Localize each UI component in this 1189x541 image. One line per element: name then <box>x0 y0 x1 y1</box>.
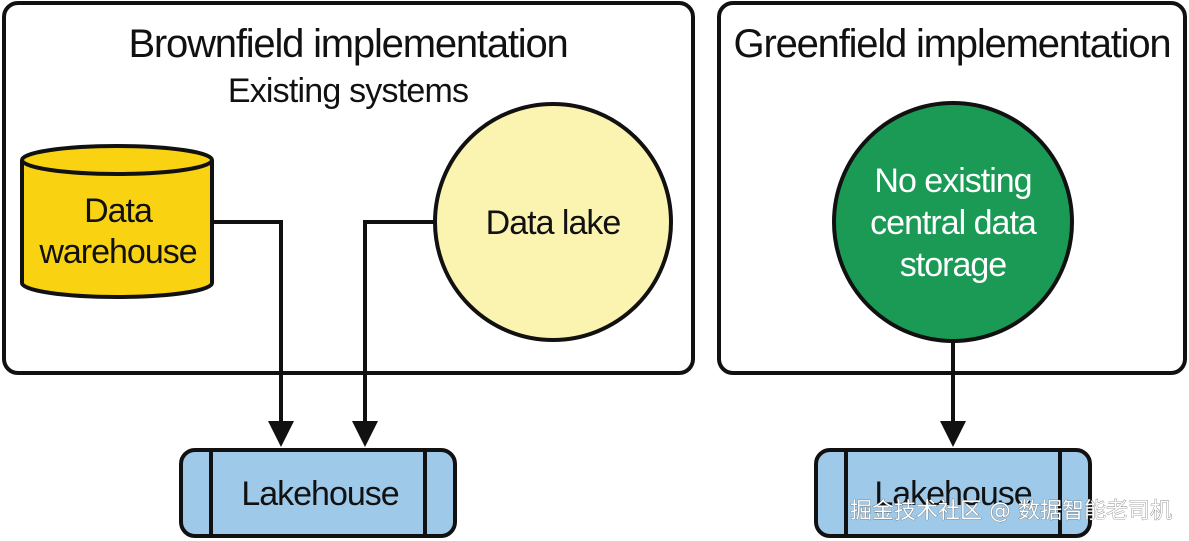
greenfield-lakehouse: Lakehouse <box>814 448 1092 538</box>
data-lake-label: Data lake <box>486 204 621 242</box>
lakehouse-box <box>179 448 457 538</box>
storage-arrowhead <box>940 421 966 447</box>
warehouse-label-line2: warehouse <box>38 233 196 271</box>
lake-connector <box>363 220 435 425</box>
data-lake-circle: Data lake <box>433 102 673 342</box>
lakehouse-box <box>814 448 1092 538</box>
warehouse-connector <box>212 220 283 425</box>
cylinder-body <box>20 160 214 299</box>
brownfield-subtitle: Existing systems <box>228 72 468 110</box>
warehouse-arrowhead <box>268 421 294 447</box>
lake-arrowhead <box>352 421 378 447</box>
greenfield-lakehouse-label: Lakehouse <box>874 475 1031 513</box>
storage-label-line1: No existing <box>874 162 1031 200</box>
warehouse-label-line1: Data <box>84 192 153 230</box>
storage-label-line2: central data <box>870 204 1037 242</box>
brownfield-lakehouse-label: Lakehouse <box>241 475 398 513</box>
watermark-text: 掘金技术社区 @ 数据智能老司机 <box>850 499 1172 524</box>
cylinder-top <box>20 144 214 176</box>
storage-label-line3: storage <box>900 246 1006 284</box>
data-warehouse-cylinder: Data warehouse <box>20 144 214 299</box>
brownfield-title: Brownfield implementation <box>128 22 567 66</box>
greenfield-title: Greenfield implementation <box>734 22 1171 66</box>
brownfield-lakehouse: Lakehouse <box>179 448 457 538</box>
no-storage-circle: No existing central data storage <box>832 101 1074 343</box>
